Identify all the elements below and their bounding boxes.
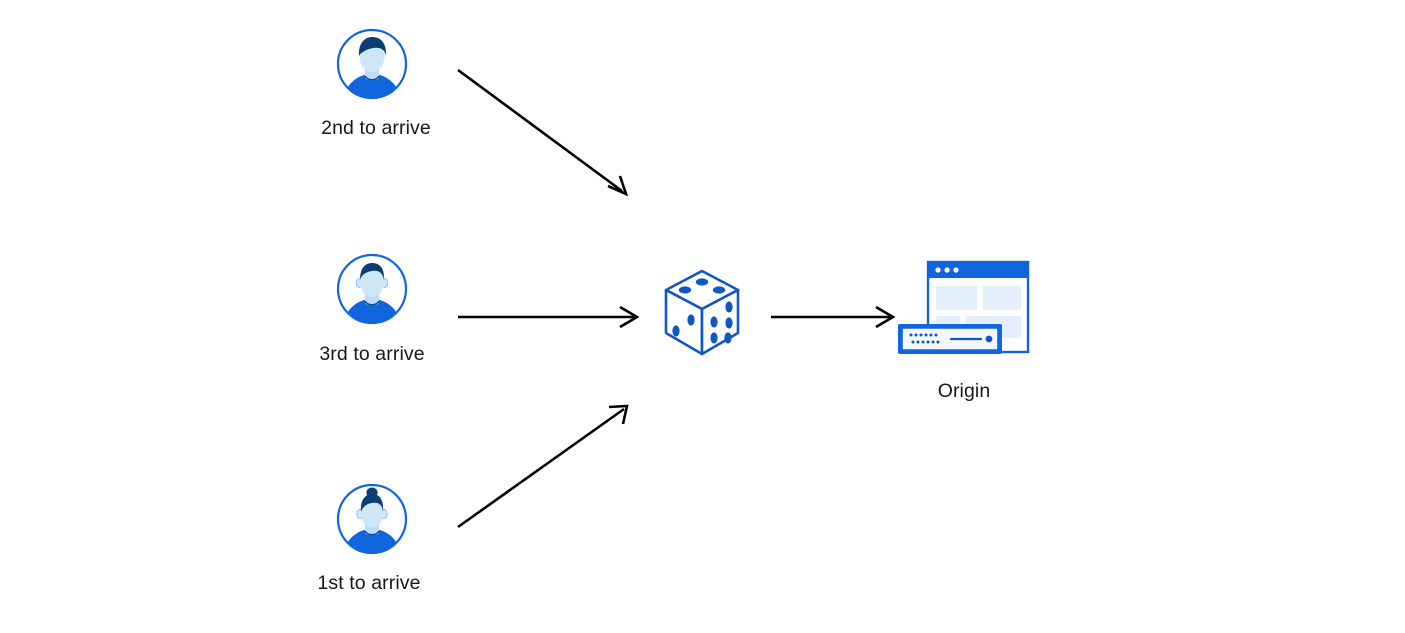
client-avatar-bottom[interactable] xyxy=(336,483,408,555)
dice-left-pips xyxy=(672,314,695,337)
user-avatar-icon xyxy=(336,28,408,100)
origin-label: Origin xyxy=(937,380,991,402)
client-label-top: 2nd to arrive xyxy=(321,117,431,139)
origin-node[interactable] xyxy=(893,258,1035,360)
origin-icon-group xyxy=(898,260,1030,354)
dice-right-pips xyxy=(710,301,733,344)
client-avatar-middle[interactable] xyxy=(336,253,408,325)
arrow-bottom-to-dice xyxy=(457,404,629,529)
server-appliance-icon xyxy=(898,324,1002,354)
client-label-bottom: 1st to arrive xyxy=(317,572,421,594)
client-label-middle: 3rd to arrive xyxy=(319,343,425,365)
user-avatar-icon xyxy=(336,253,408,325)
arrow-dice-to-origin xyxy=(771,305,896,329)
arrow-middle-to-dice xyxy=(458,305,640,329)
titlebar-dot xyxy=(935,267,941,273)
user-avatar-icon xyxy=(336,483,408,555)
dice-node[interactable] xyxy=(662,268,742,360)
dice-icon xyxy=(664,269,740,356)
arrow-top-to-dice xyxy=(457,68,629,197)
dice-top-pips xyxy=(678,278,726,294)
titlebar-dot xyxy=(953,267,959,273)
titlebar-dot xyxy=(944,267,950,273)
client-avatar-top[interactable] xyxy=(336,28,408,100)
